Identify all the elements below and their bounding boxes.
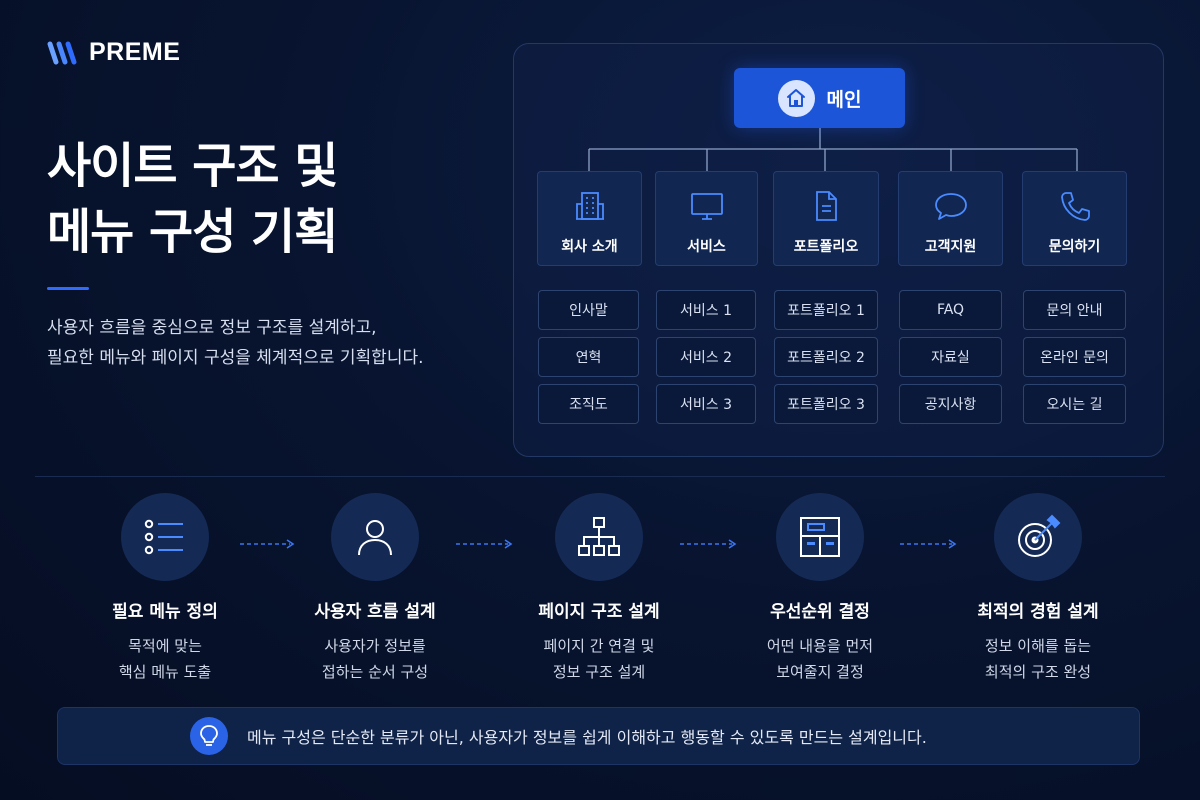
step-desc-line: 최적의 구조 완성 — [984, 663, 1092, 681]
category-label: 서비스 — [687, 239, 726, 255]
step-desc-line: 보여줄지 결정 — [776, 663, 864, 681]
desc-line-2: 필요한 메뉴와 페이지 구성을 체계적으로 기획합니다. — [47, 348, 424, 368]
title-accent-divider — [47, 287, 89, 290]
process-step: 페이지 구조 설계 페이지 간 연결 및 정보 구조 설계 — [489, 493, 709, 685]
submenu-item[interactable]: 포트폴리오 1 — [774, 290, 878, 330]
step-description: 페이지 간 연결 및 정보 구조 설계 — [489, 633, 709, 685]
submenu-item[interactable]: 문의 안내 — [1023, 290, 1126, 330]
lightbulb-icon — [190, 717, 228, 755]
category-label: 문의하기 — [1048, 239, 1101, 255]
sitemap-main-node[interactable]: 메인 — [734, 68, 905, 128]
category-company[interactable]: 회사 소개 — [537, 171, 642, 266]
sitemap-panel: 메인 회사 소개 서비스 — [513, 43, 1164, 457]
submenu-item[interactable]: 포트폴리오 3 — [774, 384, 878, 424]
process-step: 사용자 흐름 설계 사용자가 정보를 접하는 순서 구성 — [265, 493, 485, 685]
phone-icon — [1058, 188, 1092, 224]
dashed-arrow-icon — [900, 539, 957, 549]
submenu-item[interactable]: 서비스 2 — [656, 337, 756, 377]
step-description: 정보 이해를 돕는 최적의 구조 완성 — [928, 633, 1148, 685]
page-title: 사이트 구조 및 메뉴 구성 기획 — [47, 133, 338, 265]
info-note-banner: 메뉴 구성은 단순한 분류가 아닌, 사용자가 정보를 쉽게 이해하고 행동할 … — [57, 707, 1140, 765]
dashed-arrow-icon — [240, 539, 295, 549]
submenu-item[interactable]: 서비스 1 — [656, 290, 756, 330]
category-label: 고객지원 — [924, 239, 977, 255]
category-portfolio[interactable]: 포트폴리오 — [773, 171, 879, 266]
sitemap-connector-lines — [588, 128, 1078, 171]
dashed-arrow-icon — [680, 539, 737, 549]
document-icon — [811, 188, 841, 224]
category-support[interactable]: 고객지원 — [898, 171, 1003, 266]
submenu-item[interactable]: 인사말 — [538, 290, 639, 330]
category-label: 포트폴리오 — [793, 239, 859, 255]
step-title: 필요 메뉴 정의 — [112, 602, 218, 622]
building-icon — [573, 188, 607, 224]
step-desc-line: 사용자가 정보를 — [324, 637, 426, 655]
target-icon — [994, 493, 1082, 581]
submenu-item[interactable]: 자료실 — [899, 337, 1002, 377]
section-divider — [35, 476, 1165, 477]
chat-bubble-icon — [933, 188, 969, 224]
category-contact[interactable]: 문의하기 — [1022, 171, 1127, 266]
step-desc-line: 목적에 맞는 — [128, 637, 202, 655]
step-title: 최적의 경험 설계 — [977, 602, 1099, 622]
sitemap-icon — [555, 493, 643, 581]
submenu-item[interactable]: 공지사항 — [899, 384, 1002, 424]
step-title: 우선순위 결정 — [770, 602, 870, 622]
hero-description: 사용자 흐름을 중심으로 정보 구조를 설계하고, 필요한 메뉴와 페이지 구성… — [47, 313, 424, 373]
submenu-item[interactable]: FAQ — [899, 290, 1002, 330]
submenu-item[interactable]: 서비스 3 — [656, 384, 756, 424]
note-text: 메뉴 구성은 단순한 분류가 아닌, 사용자가 정보를 쉽게 이해하고 행동할 … — [247, 728, 927, 747]
layout-icon — [776, 493, 864, 581]
step-desc-line: 페이지 간 연결 및 — [543, 637, 655, 655]
step-desc-line: 핵심 메뉴 도출 — [118, 663, 212, 681]
brand-logo[interactable]: PREME — [47, 38, 180, 67]
title-line-2: 메뉴 구성 기획 — [47, 204, 338, 260]
submenu-item[interactable]: 조직도 — [538, 384, 639, 424]
step-desc-line: 어떤 내용을 먼저 — [766, 637, 874, 655]
step-title: 페이지 구조 설계 — [538, 602, 660, 622]
user-icon — [331, 493, 419, 581]
process-step: 필요 메뉴 정의 목적에 맞는 핵심 메뉴 도출 — [55, 493, 275, 685]
title-line-1: 사이트 구조 및 — [47, 138, 338, 194]
submenu-item[interactable]: 온라인 문의 — [1023, 337, 1126, 377]
step-description: 어떤 내용을 먼저 보여줄지 결정 — [710, 633, 930, 685]
step-desc-line: 정보 구조 설계 — [552, 663, 646, 681]
submenu-item[interactable]: 오시는 길 — [1023, 384, 1126, 424]
step-desc-line: 접하는 순서 구성 — [321, 663, 429, 681]
monitor-icon — [689, 188, 725, 224]
step-title: 사용자 흐름 설계 — [314, 602, 436, 622]
category-label: 회사 소개 — [561, 239, 618, 255]
process-step: 우선순위 결정 어떤 내용을 먼저 보여줄지 결정 — [710, 493, 930, 685]
brand-name: PREME — [89, 38, 181, 66]
step-description: 사용자가 정보를 접하는 순서 구성 — [265, 633, 485, 685]
step-description: 목적에 맞는 핵심 메뉴 도출 — [55, 633, 275, 685]
list-icon — [121, 493, 209, 581]
step-desc-line: 정보 이해를 돕는 — [984, 637, 1092, 655]
process-step: 최적의 경험 설계 정보 이해를 돕는 최적의 구조 완성 — [928, 493, 1148, 685]
logo-mark-icon — [47, 41, 77, 64]
submenu-item[interactable]: 연혁 — [538, 337, 639, 377]
category-services[interactable]: 서비스 — [655, 171, 758, 266]
submenu-item[interactable]: 포트폴리오 2 — [774, 337, 878, 377]
desc-line-1: 사용자 흐름을 중심으로 정보 구조를 설계하고, — [47, 318, 377, 338]
home-icon — [777, 79, 815, 117]
dashed-arrow-icon — [456, 539, 513, 549]
main-node-label: 메인 — [826, 88, 862, 111]
